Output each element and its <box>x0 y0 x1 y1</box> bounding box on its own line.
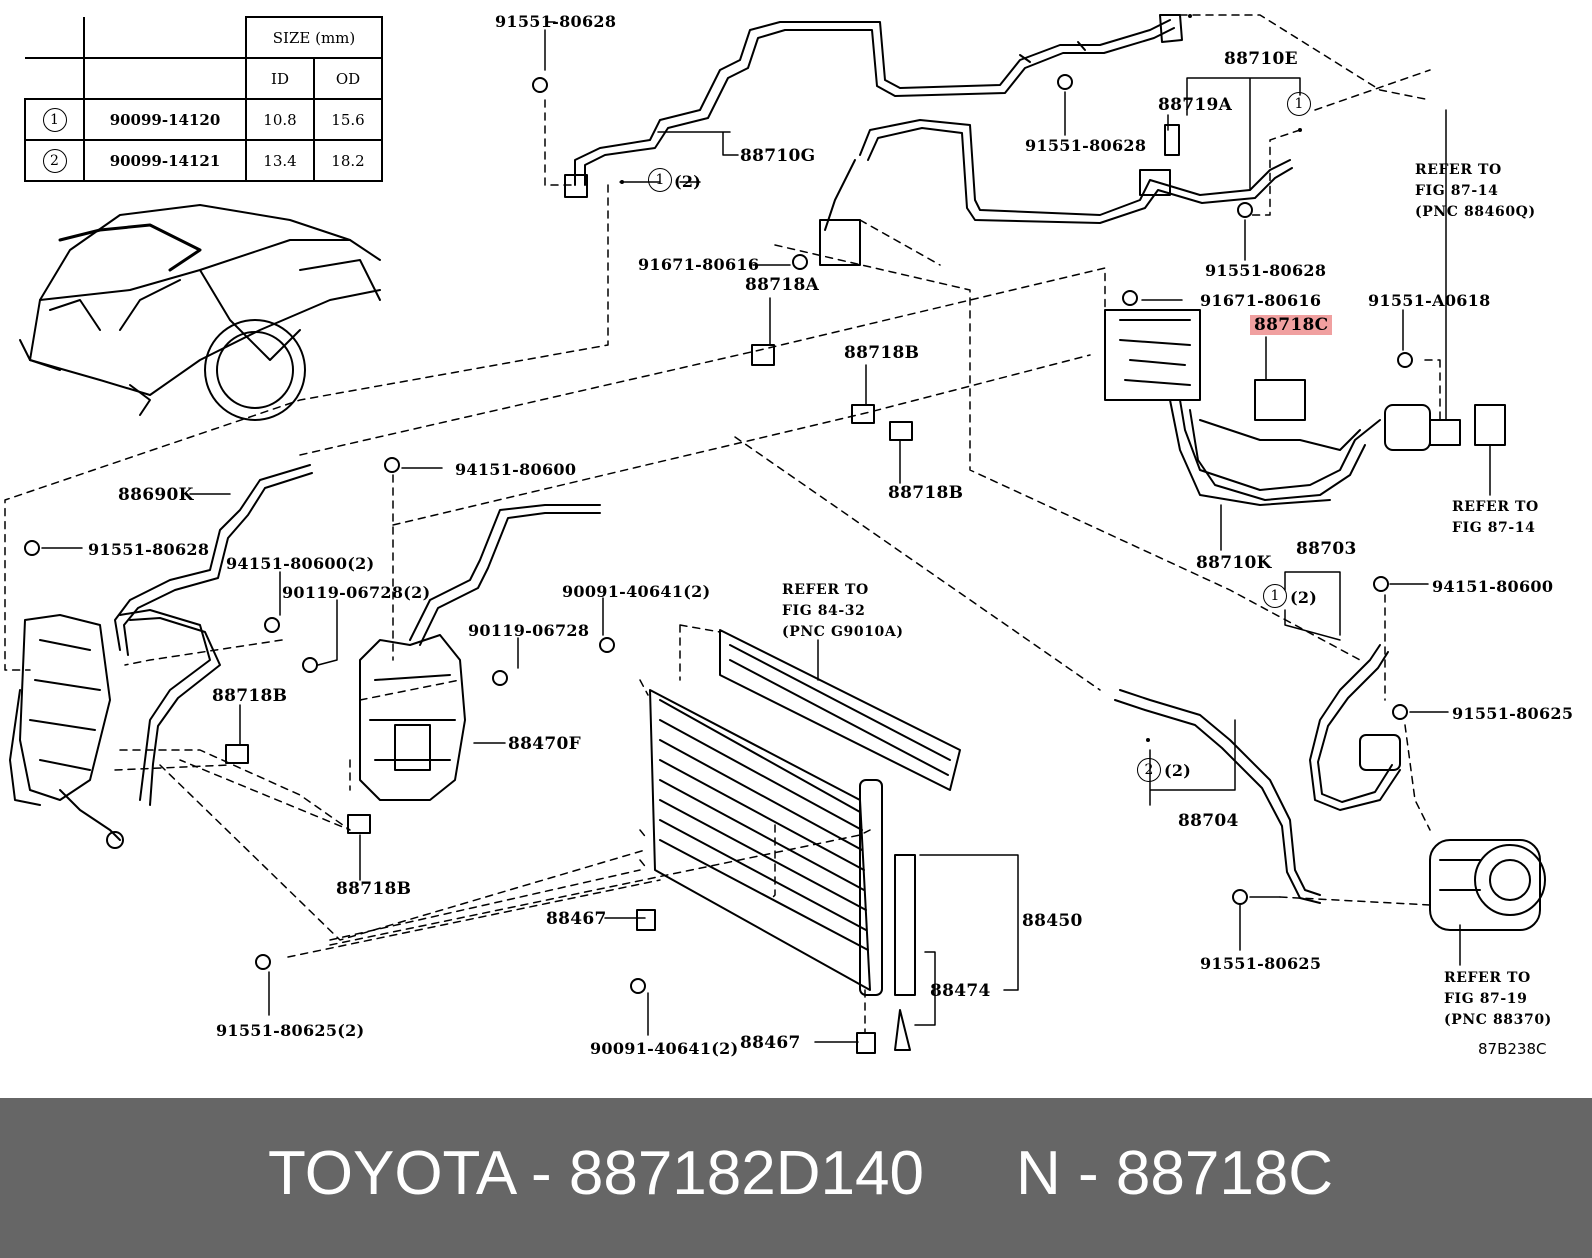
hose-88710g <box>564 14 1183 198</box>
part-label[interactable]: 88710K <box>1196 553 1272 573</box>
part-label[interactable]: 91551-80628 <box>1025 136 1147 155</box>
od-value: 15.6 <box>313 98 383 141</box>
part-label[interactable]: 90119-06728 <box>468 621 590 640</box>
clamp-88718b <box>851 404 875 424</box>
id-value: 13.4 <box>245 139 315 182</box>
refer-note[interactable]: REFER TO FIG 87-19 (PNC 88370) <box>1444 970 1552 1028</box>
clamp-88718b <box>225 744 249 764</box>
part-label[interactable]: 88718B <box>212 686 288 706</box>
size-table: SIZE (mm) ID OD 1 90099-14120 10.8 15.6 … <box>24 16 383 182</box>
col-od: OD <box>313 57 383 100</box>
part-label[interactable]: 88467 <box>740 1033 801 1053</box>
footer-part-number: TOYOTA - 887182D140 <box>268 1139 924 1208</box>
part-label[interactable]: 88718A <box>745 275 820 295</box>
hose-88690k <box>114 464 313 806</box>
part-number: 90099-14121 <box>83 139 247 182</box>
part-label[interactable]: 91551-80625(2) <box>216 1021 365 1040</box>
part-label[interactable]: 94151-80600 <box>455 460 577 479</box>
bolts <box>24 74 1413 994</box>
part-label[interactable]: 91551-80628 <box>495 12 617 31</box>
clamp-88718a <box>751 344 775 366</box>
refer-note[interactable]: REFER TO FIG 87-14 (PNC 88460Q) <box>1415 162 1536 220</box>
part-label[interactable]: 88719A <box>1158 95 1233 115</box>
part-label[interactable]: 88710E <box>1224 49 1298 69</box>
id-value: 10.8 <box>245 98 315 141</box>
part-label[interactable]: 91551-80628 <box>88 540 210 559</box>
quantity-label: (2) <box>674 172 702 191</box>
quantity-label: (2) <box>1290 588 1318 607</box>
table-row: 2 90099-14121 13.4 18.2 <box>24 139 383 182</box>
part-label[interactable]: 88450 <box>1022 911 1083 931</box>
part-label[interactable]: 91551-A0618 <box>1368 291 1491 310</box>
part-label[interactable]: 90091-40641(2) <box>562 582 711 601</box>
part-label[interactable]: 90091-40641(2) <box>590 1039 739 1058</box>
part-label[interactable]: 88703 <box>1296 539 1357 559</box>
footer-bar: TOYOTA - 887182D140 N - 88718C <box>0 1098 1592 1258</box>
valve-unit-left <box>9 614 124 849</box>
part-number: 90099-14120 <box>83 98 247 141</box>
part-label[interactable]: 94151-80600 <box>1432 577 1554 596</box>
footer-ref-number: N - 88718C <box>1016 1139 1334 1208</box>
part-label[interactable]: 88710G <box>740 146 816 166</box>
highlighted-part-label[interactable]: 88718C <box>1250 315 1333 335</box>
mark-2: 2 <box>1137 758 1161 782</box>
part-label[interactable]: 91671-80616 <box>638 255 760 274</box>
part-label[interactable]: 91551-80625 <box>1200 954 1322 973</box>
hoses-88703-88704 <box>1114 644 1401 904</box>
compressor <box>1429 839 1546 931</box>
part-label[interactable]: 88474 <box>930 981 991 1001</box>
quantity-label: (2) <box>1164 761 1192 780</box>
clamp-88718b <box>889 421 913 441</box>
col-id: ID <box>245 57 315 100</box>
part-label[interactable]: 88718B <box>844 343 920 363</box>
part-label[interactable]: 91671-80616 <box>1200 291 1322 310</box>
part-label[interactable]: 88470F <box>508 734 582 754</box>
mark-2: 2 <box>42 148 67 173</box>
mark-1: 1 <box>42 107 67 132</box>
part-label[interactable]: 88690K <box>118 485 194 505</box>
mark-1: 1 <box>648 168 672 192</box>
ac-piping-diagram <box>4 14 1546 1054</box>
part-label[interactable]: 88718B <box>888 483 964 503</box>
part-label[interactable]: 94151-80600(2) <box>226 554 375 573</box>
condenser-88450 <box>636 629 961 1054</box>
part-label[interactable]: 88467 <box>546 909 607 929</box>
part-label[interactable]: 91551-80625 <box>1452 704 1574 723</box>
table-row: 1 90099-14120 10.8 15.6 <box>24 98 383 141</box>
refer-note[interactable]: REFER TO FIG 84-32 (PNC G9010A) <box>782 582 904 640</box>
figure-id: 87B238C <box>1478 1040 1547 1058</box>
bracket-88470f <box>359 504 601 801</box>
valve-block-right <box>1104 309 1506 506</box>
od-value: 18.2 <box>313 139 383 182</box>
refer-note[interactable]: REFER TO FIG 87-14 <box>1452 499 1539 536</box>
car-illustration <box>19 204 381 421</box>
clamp-88718b <box>347 814 371 834</box>
part-label[interactable]: 91551-80628 <box>1205 261 1327 280</box>
mark-1: 1 <box>1287 92 1311 116</box>
size-header: SIZE (mm) <box>245 16 383 59</box>
part-label[interactable]: 90119-06728(2) <box>282 583 431 602</box>
part-label[interactable]: 88718B <box>336 879 412 899</box>
part-label[interactable]: 88704 <box>1178 811 1239 831</box>
mark-1: 1 <box>1263 584 1287 608</box>
